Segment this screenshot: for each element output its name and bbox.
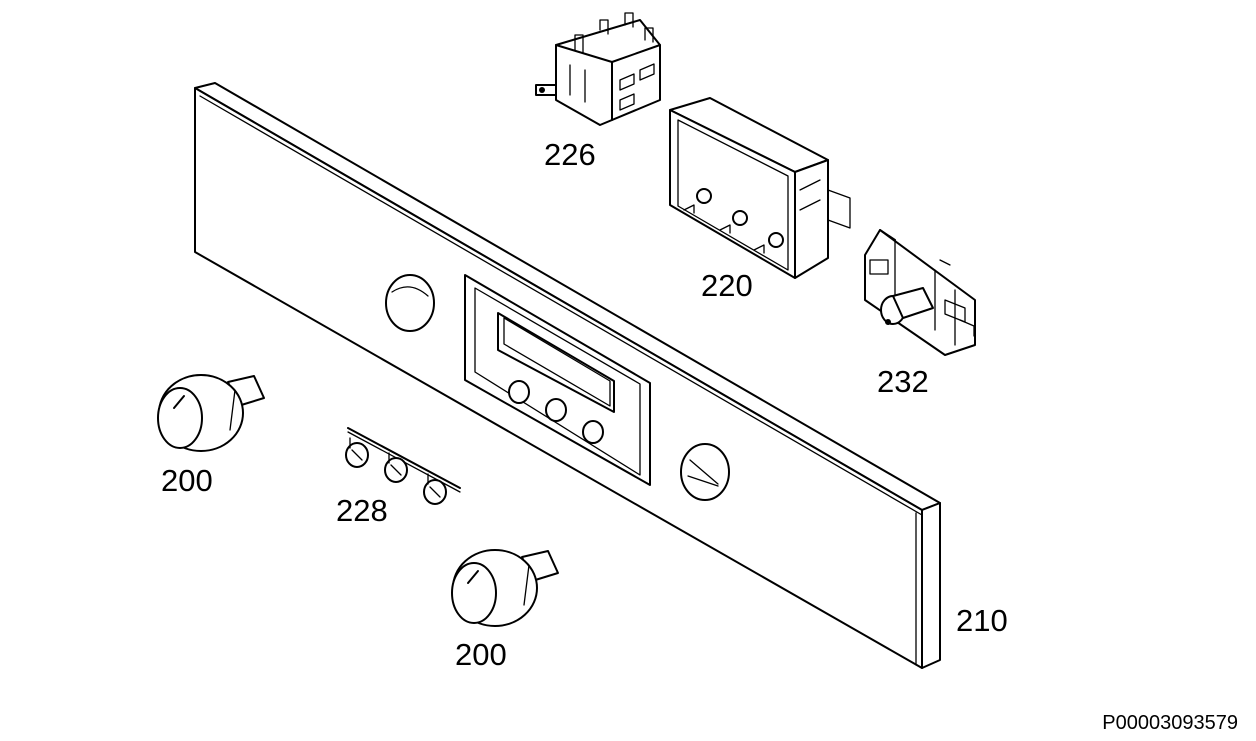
control-knob-right <box>451 549 559 627</box>
control-panel-fascia <box>194 82 941 669</box>
part-label-228: 228 <box>336 493 388 528</box>
part-label-226: 226 <box>544 137 596 172</box>
part-label-210: 210 <box>956 603 1008 638</box>
part-label-200-right: 200 <box>455 637 507 672</box>
selector-switch-226 <box>535 12 661 126</box>
indicator-lamps-228 <box>345 427 461 505</box>
thermostat-232 <box>864 229 976 356</box>
part-label-232: 232 <box>877 364 929 399</box>
part-label-200-left: 200 <box>161 463 213 498</box>
control-knob-left <box>157 374 265 452</box>
timer-module-220 <box>669 97 851 279</box>
reference-code: P00003093579 <box>1102 712 1238 734</box>
part-label-220: 220 <box>701 268 753 303</box>
